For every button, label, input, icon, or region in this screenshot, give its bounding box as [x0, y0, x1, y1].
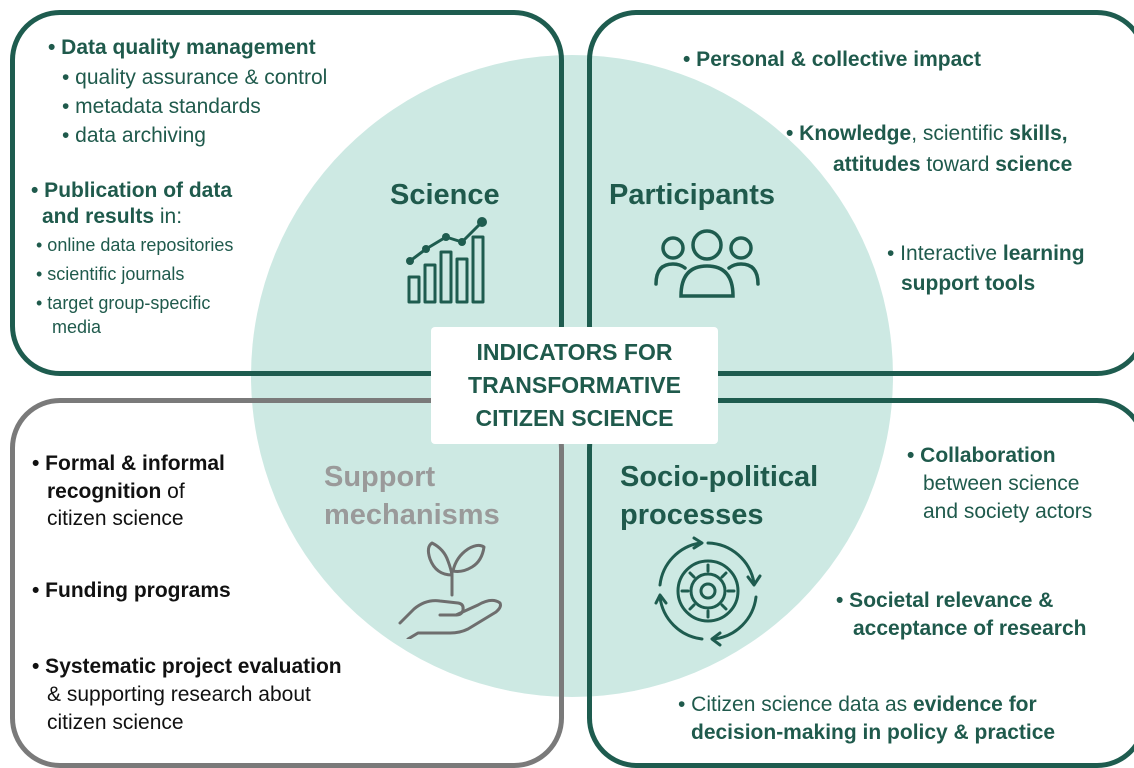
participants-title: Participants [609, 179, 775, 211]
science-panel [10, 10, 564, 376]
pub-item-target-group: • target group-specific [36, 293, 211, 313]
hand-plant-icon [398, 541, 502, 639]
socio-political-title: Socio-political processes [620, 461, 819, 531]
pub-item-media: media [52, 317, 102, 337]
supporting-research-line: & supporting research about [47, 683, 311, 706]
societal-relevance-line-2: acceptance of research [853, 617, 1087, 640]
systematic-evaluation: • Systematic project evaluation [32, 655, 342, 678]
people-group-icon [654, 229, 760, 298]
pub-item-repositories: • online data repositories [36, 235, 234, 255]
recognition-line: recognition of [47, 480, 185, 503]
support-tools-line: support tools [901, 272, 1036, 295]
collaboration-line-3: and society actors [923, 500, 1093, 523]
bar-chart-growth-icon [406, 217, 487, 304]
publication-heading: • Publication of data [31, 179, 233, 202]
center-title-line-2: TRANSFORMATIVE [468, 372, 681, 398]
funding-programs: • Funding programs [32, 579, 231, 602]
interactive-line: • Interactive learning [887, 242, 1085, 265]
knowledge-line: • Knowledge, scientific skills, [786, 122, 1068, 145]
support-title: Support mechanisms [324, 461, 500, 531]
citizen-science-line-1: citizen science [47, 507, 184, 530]
gear-cycle-icon [654, 536, 762, 647]
dq-item-archiving: • data archiving [62, 124, 206, 147]
collaboration-line-2: between science [923, 472, 1080, 495]
citizen-science-line-2: citizen science [47, 711, 184, 734]
collaboration-heading: • Collaboration [907, 444, 1056, 467]
decision-making-line: decision-making in policy & practice [691, 721, 1056, 744]
evidence-line: • Citizen science data as evidence for [678, 693, 1037, 716]
dq-item-quality: • quality assurance & control [62, 66, 328, 89]
center-title-line-3: CITIZEN SCIENCE [475, 405, 674, 431]
participants-panel [587, 10, 1134, 376]
publication-heading-line2: and results in: [42, 205, 183, 228]
attitudes-line: attitudes toward science [833, 153, 1073, 176]
science-title: Science [390, 179, 500, 211]
data-quality-heading: • Data quality management [48, 36, 316, 59]
pub-item-journals: • scientific journals [36, 264, 185, 284]
personal-impact: • Personal & collective impact [683, 48, 981, 71]
societal-relevance-line-1: • Societal relevance & [836, 589, 1054, 612]
dq-item-metadata: • metadata standards [62, 95, 261, 118]
center-title-line-1: INDICATORS FOR [476, 339, 673, 365]
center-title-box: INDICATORS FOR TRANSFORMATIVE CITIZEN SC… [431, 327, 718, 444]
formal-recognition-heading: • Formal & informal [32, 452, 225, 475]
